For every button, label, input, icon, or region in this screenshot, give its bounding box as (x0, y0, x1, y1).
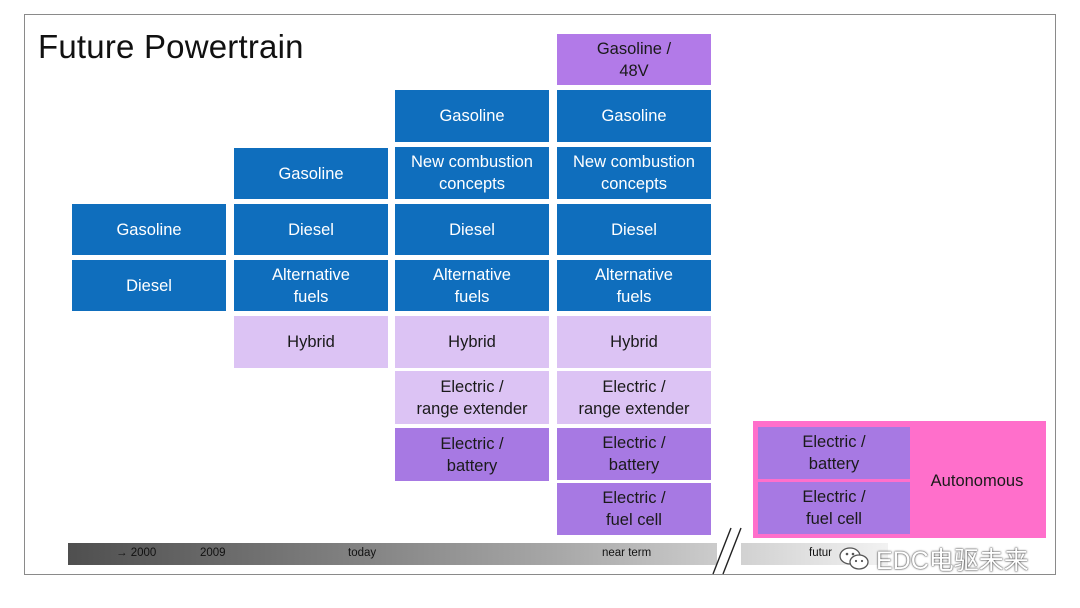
box-near-diesel: Diesel (557, 204, 711, 255)
box-today-alternative-fuels: Alternative fuels (395, 260, 549, 311)
box-future-fuel-cell: Electric / fuel cell (758, 482, 910, 534)
box-near-fuel-cell: Electric / fuel cell (557, 483, 711, 535)
box-today-hybrid: Hybrid (395, 316, 549, 368)
timeline-label-today: today (348, 547, 377, 559)
box-near-battery: Electric / battery (557, 428, 711, 480)
wechat-icon (839, 547, 869, 570)
timeline-label-2000: → 2000 (116, 547, 157, 559)
box-today-gasoline: Gasoline (395, 90, 549, 142)
box-future-battery: Electric / battery (758, 427, 910, 479)
box-2009-diesel: Diesel (234, 204, 388, 255)
box-near-hybrid: Hybrid (557, 316, 711, 368)
box-2009-gasoline: Gasoline (234, 148, 388, 199)
box-near-gasoline: Gasoline (557, 90, 711, 142)
timeline-label-future: futur (809, 547, 833, 559)
box-2000-gasoline: Gasoline (72, 204, 226, 255)
watermark-text: EDC电驱未来 (876, 547, 1029, 575)
box-today-range-extender: Electric / range extender (395, 371, 549, 424)
watermark: EDC电驱未来 (838, 541, 1029, 577)
box-today-battery: Electric / battery (395, 428, 549, 481)
timeline-bar (68, 543, 888, 565)
timeline-label-2009: 2009 (200, 547, 226, 559)
box-today-diesel: Diesel (395, 204, 549, 255)
box-near-alternative-fuels: Alternative fuels (557, 260, 711, 311)
slide-title: Future Powertrain (38, 28, 304, 65)
box-2009-hybrid: Hybrid (234, 316, 388, 368)
box-near-gasoline-48v: Gasoline / 48V (557, 34, 711, 85)
box-2000-diesel: Diesel (72, 260, 226, 311)
box-today-new-combustion: New combustion concepts (395, 147, 549, 199)
timeline-label-near-term: near term (602, 547, 652, 559)
timeline-break-icon (712, 527, 742, 575)
box-near-range-extender: Electric / range extender (557, 371, 711, 424)
box-near-new-combustion: New combustion concepts (557, 147, 711, 199)
box-2009-alternative-fuels: Alternative fuels (234, 260, 388, 311)
box-future-autonomous: Autonomous (930, 471, 1024, 490)
